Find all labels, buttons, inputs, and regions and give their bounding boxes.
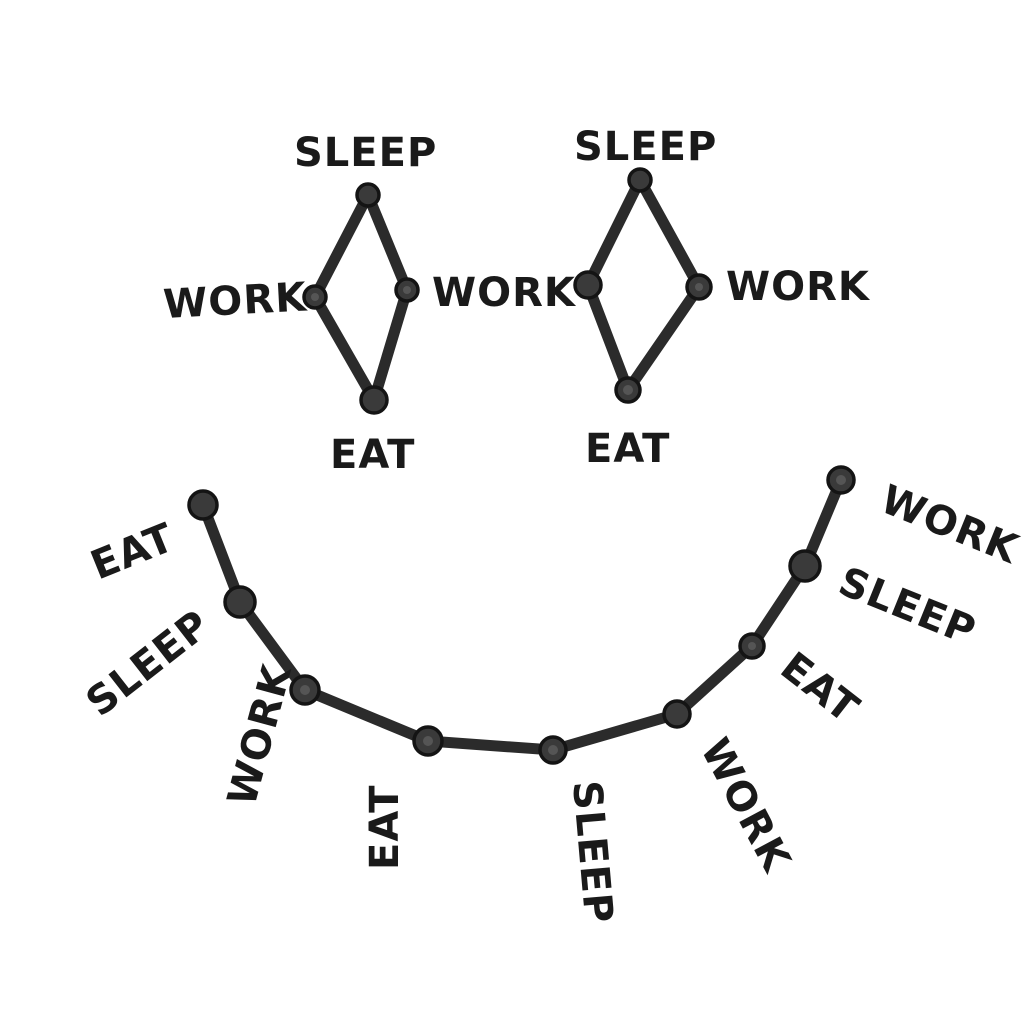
right-eye-edge-sleep-work-left xyxy=(582,174,646,291)
left-eye-label-eat: EAT xyxy=(330,432,415,478)
mouth-node-9-work xyxy=(826,465,856,495)
mouth-graph: EAT SLEEP WORK EAT SLEEP WORK EAT SLEEP … xyxy=(78,465,1024,926)
left-eye-edge-sleep-work-right xyxy=(362,189,413,296)
left-eye-label-work-right: WORK xyxy=(432,270,577,316)
right-eye-label-sleep: SLEEP xyxy=(574,124,717,170)
right-eye-edge-work-right-eat xyxy=(622,281,705,396)
right-eye-label-eat: EAT xyxy=(585,426,670,472)
left-eye-edge-work-left-eat xyxy=(309,291,380,406)
right-eye-node-work-right xyxy=(685,273,713,301)
left-eye-graph: SLEEP WORK WORK EAT xyxy=(162,130,577,478)
mouth-node-4-eat xyxy=(412,725,444,757)
left-eye-edge-sleep-work-left xyxy=(309,189,374,303)
left-eye-label-sleep: SLEEP xyxy=(294,130,437,176)
mouth-node-5-sleep xyxy=(538,735,568,765)
mouth-label-4-eat: EAT xyxy=(362,785,408,870)
left-eye-label-work-left: WORK xyxy=(162,274,309,328)
mouth-node-1-eat xyxy=(187,489,219,521)
left-eye-node-sleep xyxy=(355,182,381,208)
left-eye-node-work-right xyxy=(394,277,420,303)
left-eye-node-eat xyxy=(359,385,389,415)
right-eye-node-work-left xyxy=(573,270,603,300)
left-eye-node-work-left xyxy=(302,284,328,310)
mouth-node-2-sleep xyxy=(223,585,257,619)
mouth-path xyxy=(197,474,847,756)
right-eye-label-work-right: WORK xyxy=(726,264,871,310)
mouth-label-9-work: WORK xyxy=(874,477,1024,574)
right-eye-edge-work-left-eat xyxy=(582,279,634,396)
mouth-node-6-work xyxy=(662,699,692,729)
mouth-label-7-eat: EAT xyxy=(772,644,868,733)
mouth-node-8-sleep xyxy=(788,549,822,583)
mouth-node-3-work xyxy=(289,674,321,706)
mouth-label-2-sleep: SLEEP xyxy=(78,601,219,725)
mouth-label-3-work: WORK xyxy=(219,659,301,811)
mouth-label-8-sleep: SLEEP xyxy=(832,559,982,655)
right-eye-edge-sleep-work-right xyxy=(634,174,705,293)
right-eye-graph: SLEEP WORK EAT xyxy=(573,124,871,472)
mouth-label-1-eat: EAT xyxy=(85,515,181,590)
mouth-label-6-work: WORK xyxy=(691,731,800,881)
mouth-label-5-sleep: SLEEP xyxy=(563,779,621,926)
right-eye-node-sleep xyxy=(627,167,653,193)
left-eye-edge-work-right-eat xyxy=(368,284,413,406)
mouth-node-7-eat xyxy=(738,632,766,660)
right-eye-node-eat xyxy=(614,376,642,404)
